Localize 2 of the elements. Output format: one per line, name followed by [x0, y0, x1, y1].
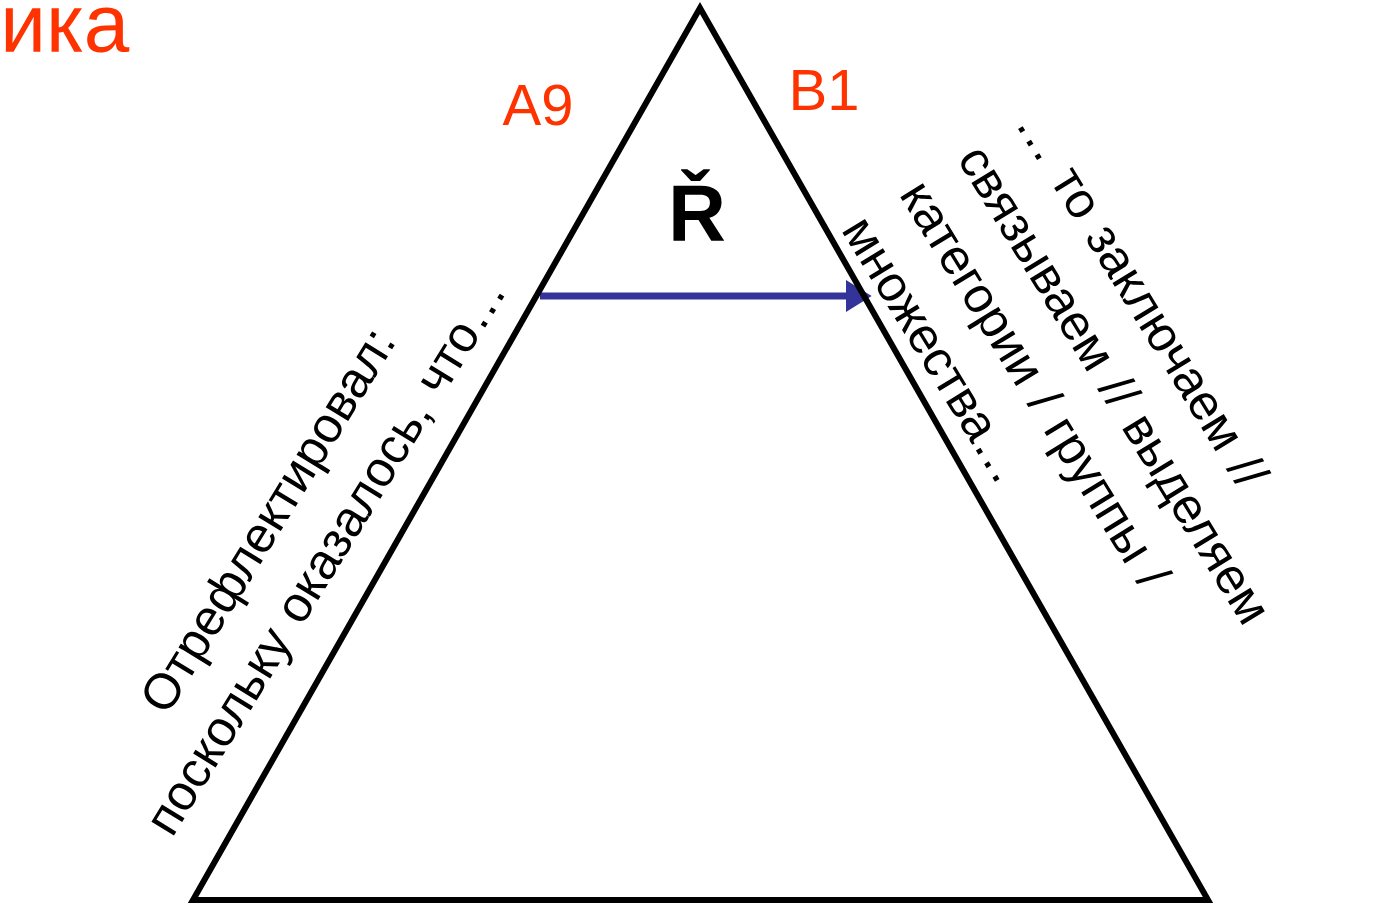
vertex-label: A9 [502, 84, 571, 126]
vertex-label: B1 [793, 70, 857, 110]
